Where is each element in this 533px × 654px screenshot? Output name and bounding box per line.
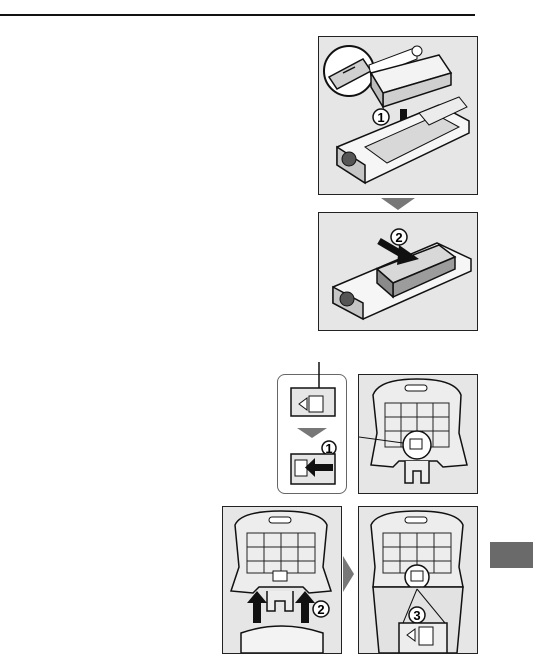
step-number-3: 3 (413, 608, 420, 623)
step-number-2: 2 (395, 230, 402, 245)
illustration-cover-latch (358, 374, 478, 494)
step-number-2-cover: 2 (317, 602, 324, 617)
illustration-battery-insert: 1 (318, 36, 478, 195)
next-step-triangle-right (343, 556, 354, 592)
illustration-cover-push: 2 (222, 506, 342, 654)
step-number-1: 1 (377, 110, 384, 125)
section-tab (490, 542, 533, 568)
illustration-battery-slide: 2 (318, 212, 478, 331)
header-rule (0, 14, 475, 16)
next-step-triangle (381, 198, 415, 210)
illustration-cover-locked: 3 (358, 506, 478, 654)
latch-detail: 1 (277, 362, 347, 494)
